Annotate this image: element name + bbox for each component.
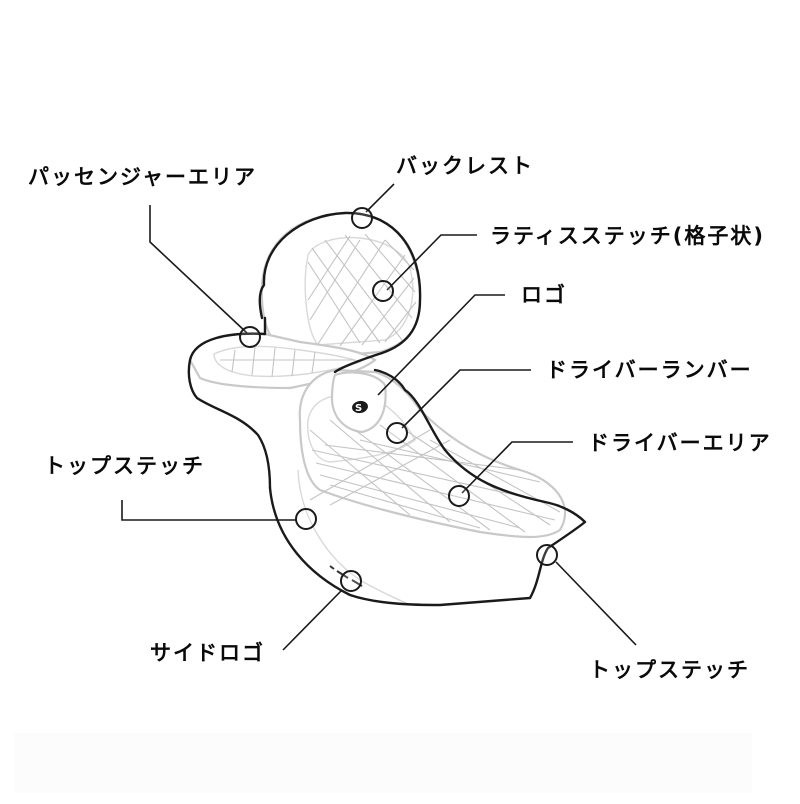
- label-lattice-stitch: ラティスステッチ(格子状): [490, 224, 765, 248]
- marker-top-stitch-right: [536, 544, 558, 566]
- marker-lattice-stitch: [372, 280, 394, 302]
- label-top-stitch-left: トップステッチ: [44, 454, 205, 478]
- marker-side-logo: [340, 570, 362, 592]
- label-driver-lumbar: ドライバーランバー: [546, 358, 753, 382]
- label-logo: ロゴ: [521, 283, 567, 307]
- label-side-logo: サイドロゴ: [150, 641, 265, 665]
- label-top-stitch-right: トップステッチ: [589, 658, 750, 682]
- svg-text:S: S: [355, 403, 362, 414]
- leader-lines: [121, 183, 637, 651]
- label-backrest: バックレスト: [396, 154, 534, 178]
- label-passenger-area: パッセンジャーエリア: [28, 165, 257, 189]
- label-driver-area: ドライバーエリア: [588, 431, 772, 455]
- marker-driver-area: [448, 485, 470, 507]
- marker-top-stitch-left: [295, 508, 317, 530]
- logo-s-mark: S: [352, 400, 368, 414]
- marker-passenger-area: [239, 326, 261, 348]
- driver-seat-graphic: S: [268, 351, 587, 607]
- callout-markers: [239, 207, 558, 592]
- backrest-graphic: [258, 211, 422, 360]
- footer-band: [14, 733, 752, 793]
- marker-driver-lumbar: [386, 422, 408, 444]
- marker-backrest: [351, 207, 373, 229]
